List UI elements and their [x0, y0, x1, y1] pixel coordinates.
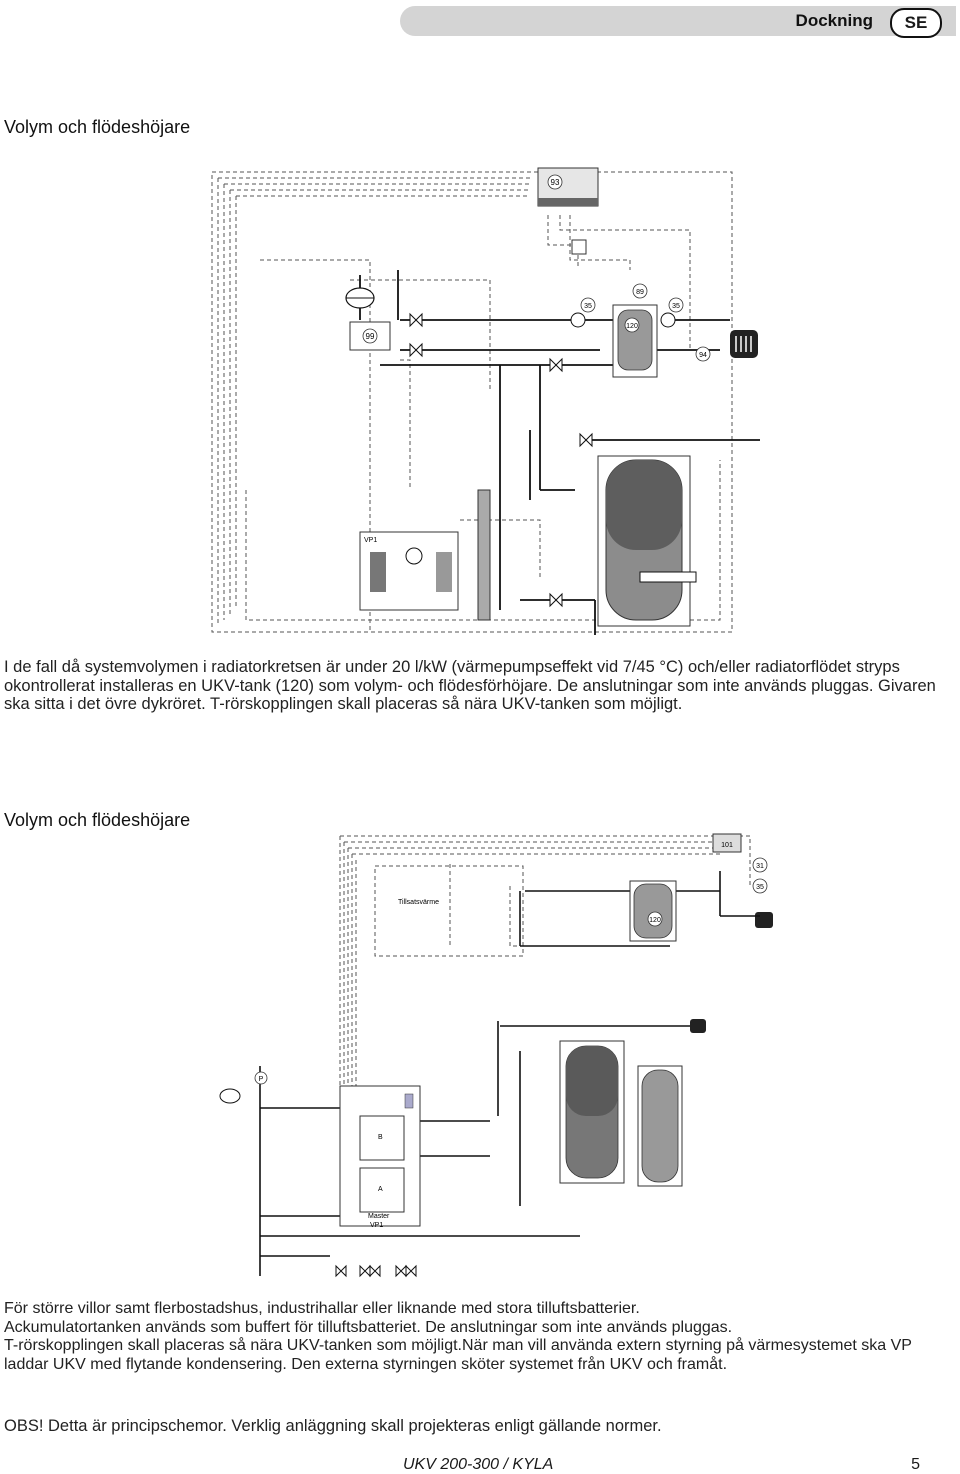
pump-31-label: 31 [756, 863, 764, 870]
sensor-93-label: 93 [551, 178, 560, 187]
header-band [400, 6, 956, 36]
gauge-p-label: P [259, 1076, 264, 1083]
footer-page-number: 5 [911, 1456, 920, 1473]
page-header: Dockning SE [0, 0, 960, 44]
section2-text: För större villor samt flerbostadshus, i… [4, 1300, 956, 1374]
tank-120-label: 120 [626, 323, 638, 330]
sensor-89-label: 89 [636, 289, 644, 296]
footer-doc-title: UKV 200-300 / KYLA [403, 1456, 554, 1473]
page-footer: UKV 200-300 / KYLA 5 [0, 1456, 960, 1474]
master-vp1-label: VP1 [370, 1222, 383, 1229]
sensor-94-label: 94 [699, 352, 707, 359]
section1-text: I de fall då systemvolymen i radiatorkre… [4, 658, 956, 714]
section2-line-2: Ackumulatortanken används som buffert fö… [4, 1318, 733, 1336]
section1-paragraph: I de fall då systemvolymen i radiatorkre… [4, 658, 936, 713]
tank-120-label-2: 120 [649, 917, 661, 924]
language-badge: SE [890, 8, 942, 38]
pump-35a-label: 35 [584, 303, 592, 310]
diagram-2: Tillsatsvärme 101 31 35 120 P [219, 833, 773, 1278]
vessel-99-label: 99 [366, 332, 375, 341]
sensor-101-label: 101 [721, 842, 733, 849]
header-title: Dockning [795, 11, 873, 30]
obs-note: OBS! Detta är principschemor. Verklig an… [4, 1417, 662, 1435]
aux-heat-label: Tillsatsvärme [398, 899, 439, 906]
module-b-label: B [378, 1134, 383, 1141]
section1-heading: Volym och flödeshöjare [4, 117, 191, 137]
section2-line-1: För större villor samt flerbostadshus, i… [4, 1300, 640, 1317]
module-a-label: A [378, 1186, 383, 1193]
section2-heading: Volym och flödeshöjare [4, 810, 191, 830]
hp-vp1-label: VP1 [364, 537, 377, 544]
master-label: Master [368, 1213, 390, 1220]
section2-line-3: T-rörskopplingen skall placeras så nära … [4, 1337, 912, 1373]
pump-35-label: 35 [756, 884, 764, 891]
diagram-1: 93 99 35 89 35 120 [211, 167, 760, 635]
pump-35b-label: 35 [672, 303, 680, 310]
